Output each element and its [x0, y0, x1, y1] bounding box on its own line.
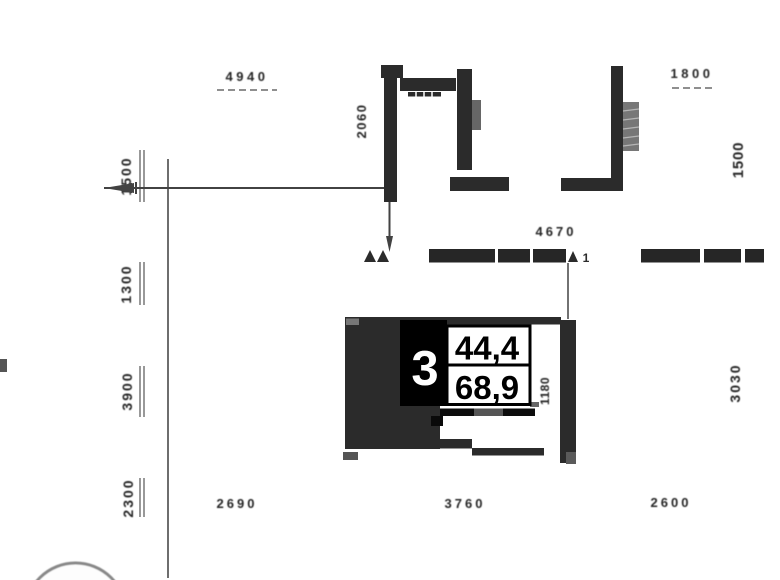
svg-text:3: 3 — [411, 342, 438, 396]
svg-text:3760: 3760 — [445, 496, 486, 511]
svg-text:2600: 2600 — [651, 495, 692, 510]
svg-text:68,9: 68,9 — [455, 369, 519, 406]
svg-text:4670: 4670 — [536, 224, 577, 239]
svg-text:3030: 3030 — [727, 363, 743, 402]
svg-text:2690: 2690 — [217, 496, 258, 511]
svg-text:1180: 1180 — [538, 377, 552, 405]
svg-text:1800: 1800 — [671, 66, 714, 81]
svg-text:4940: 4940 — [226, 69, 269, 84]
svg-text:1300: 1300 — [118, 264, 134, 303]
svg-text:2060: 2060 — [354, 104, 369, 139]
svg-text:1500: 1500 — [730, 142, 747, 179]
svg-text:1: 1 — [583, 251, 590, 265]
svg-text:44,4: 44,4 — [455, 330, 520, 367]
svg-text:3900: 3900 — [119, 371, 135, 410]
svg-text:2300: 2300 — [120, 478, 136, 517]
